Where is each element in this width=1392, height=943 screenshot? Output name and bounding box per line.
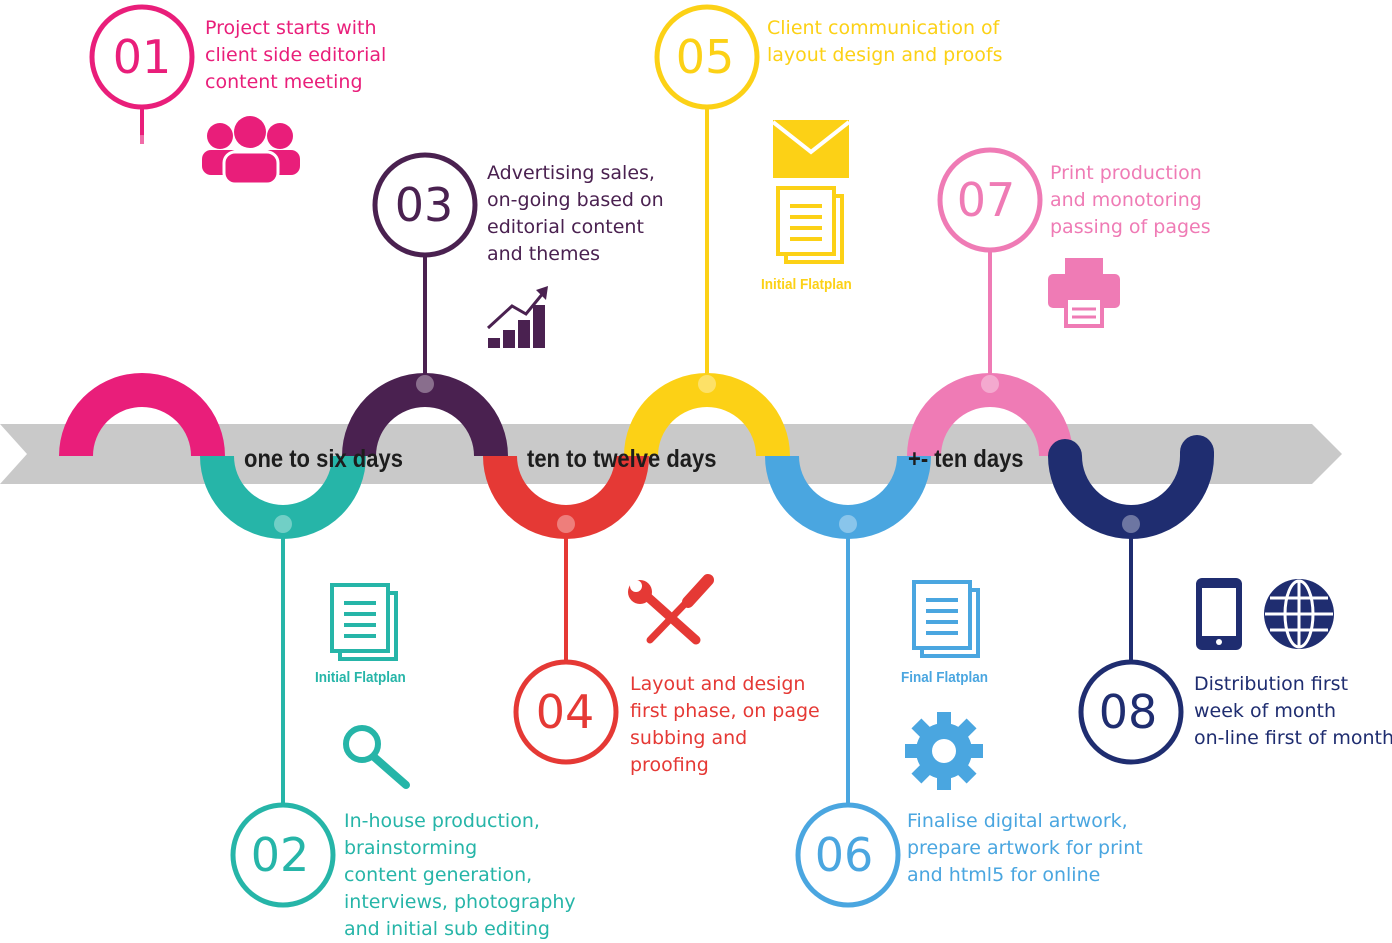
connector-dot-7 <box>981 375 999 393</box>
duration-label-2: ten to twelve days <box>527 445 717 473</box>
step-number-06: 06 <box>814 828 874 882</box>
connector-dot-1 <box>133 135 151 153</box>
tablet-icon <box>1196 578 1242 650</box>
step-circle-4 <box>513 659 619 765</box>
step-circle-6 <box>795 802 901 908</box>
wave-segment-6 <box>765 455 931 539</box>
step-number-05: 05 <box>675 30 735 84</box>
people-group-icon <box>202 116 300 186</box>
connector-dot-6 <box>839 515 857 533</box>
connector-dot-3 <box>416 375 434 393</box>
duration-label-1: one to six days <box>244 445 403 473</box>
person-body <box>222 150 280 186</box>
document-icon-line <box>344 634 376 638</box>
step-05-icon-label: Initial Flatplan <box>761 276 852 293</box>
document-icon-line <box>344 623 376 627</box>
wave-segment-7 <box>907 373 1073 457</box>
step-circle-2 <box>230 802 336 908</box>
document-icon-line <box>344 601 376 605</box>
step-number-07: 07 <box>956 173 1016 227</box>
tablet-button <box>1216 639 1222 645</box>
chart-trend <box>486 291 546 330</box>
chart-bar <box>503 330 515 348</box>
gear-tooth <box>937 776 951 790</box>
tools-icon <box>628 574 714 645</box>
gear-hole <box>932 739 956 763</box>
wave-segment-1 <box>59 373 225 457</box>
wrench-jaw <box>630 580 642 592</box>
document-icon-line <box>926 620 958 624</box>
document-icon-front <box>776 186 836 256</box>
step-circle-5 <box>654 4 760 110</box>
connector-dot-4 <box>557 515 575 533</box>
wave-segment-5 <box>624 373 790 457</box>
document-icon-line <box>790 204 822 208</box>
tablet-screen <box>1202 588 1236 636</box>
person-head <box>234 116 266 148</box>
document-icon-line <box>926 609 958 613</box>
document-icon-front <box>330 583 390 653</box>
step-circle-3 <box>372 152 478 258</box>
document-icon-line <box>790 226 822 230</box>
chart-bar <box>488 338 500 348</box>
duration-label-3: +- ten days <box>908 445 1024 473</box>
globe-icon <box>1264 579 1334 649</box>
envelope-icon <box>771 120 851 178</box>
document-icon-line <box>790 215 822 219</box>
step-06-icon-label: Final Flatplan <box>901 669 989 686</box>
wave-segment-2 <box>200 455 366 539</box>
document-icon-line <box>344 612 376 616</box>
gear-tooth <box>969 744 983 758</box>
step-06-description: Finalise digital artwork,prepare artwork… <box>907 810 1143 886</box>
chart-bar <box>518 320 530 348</box>
step-number-08: 08 <box>1098 685 1158 739</box>
step-number-01: 01 <box>112 30 172 84</box>
step-circle-7 <box>937 147 1043 253</box>
document-icon <box>776 186 844 264</box>
step-circle-8 <box>1078 659 1184 765</box>
step-circle-1 <box>89 4 195 110</box>
document-icon-front <box>912 580 972 650</box>
document-icon-line <box>926 598 958 602</box>
step-number-02: 02 <box>250 828 310 882</box>
magnifier-icon <box>343 725 410 789</box>
document-icon <box>330 583 398 661</box>
printer-icon <box>1048 258 1120 328</box>
step-number-04: 04 <box>535 685 595 739</box>
gear-icon <box>905 712 983 790</box>
connector-dot-5 <box>698 375 716 393</box>
wave-segment-8 <box>1048 435 1214 539</box>
gear-tooth <box>905 744 919 758</box>
connector-dot-2 <box>274 515 292 533</box>
document-icon <box>912 580 980 658</box>
wave-segment-3 <box>342 373 508 457</box>
printer-paper-out <box>1064 296 1104 328</box>
connector-dot-8 <box>1122 515 1140 533</box>
step-number-03: 03 <box>394 178 454 232</box>
document-icon-line <box>790 237 822 241</box>
chart-arrowhead <box>536 286 548 300</box>
chart-bar <box>533 305 545 348</box>
document-icon-line <box>926 631 958 635</box>
step-02-icon-label: Initial Flatplan <box>315 669 406 686</box>
person-head <box>267 123 293 149</box>
magnifier-lens <box>343 725 381 763</box>
envelope-flap <box>771 120 851 155</box>
bar-chart-growth-icon <box>486 286 548 348</box>
wave-segment-4 <box>483 455 649 539</box>
gear-tooth <box>937 712 951 726</box>
printer-paper-top <box>1065 258 1103 276</box>
magnifier-handle <box>370 753 410 789</box>
person-head <box>207 123 233 149</box>
screwdriver-handle <box>682 574 714 608</box>
